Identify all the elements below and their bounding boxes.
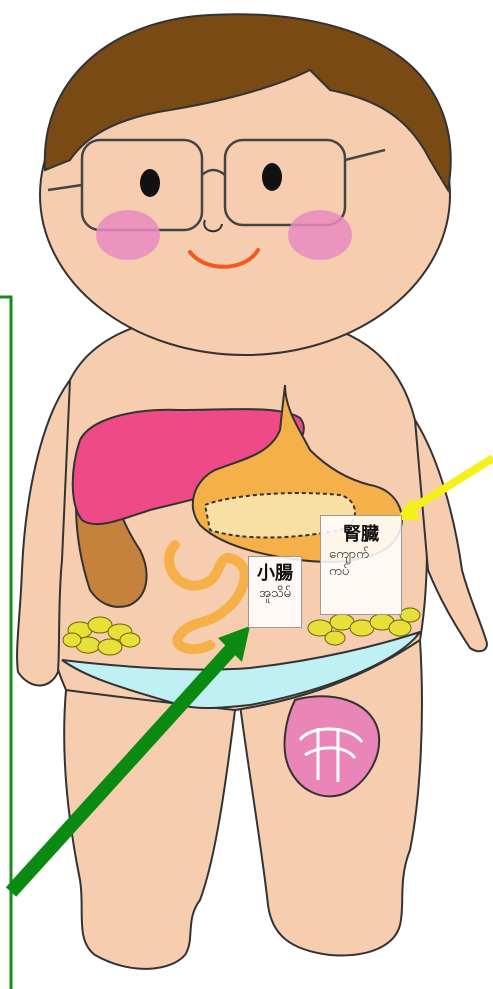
- small-intestine-burmese: အူသိမ်: [249, 585, 301, 602]
- right-eye: [262, 163, 282, 191]
- small-intestine-label: 小腸 အူသိမ်: [248, 556, 302, 628]
- right-cheek: [288, 210, 352, 260]
- left-eye: [140, 169, 160, 197]
- right-arm: [415, 420, 487, 651]
- kidney-label: 腎臓 ကျောက် ကပ်: [320, 515, 402, 615]
- kidney-burmese-line2: ကပ်: [321, 563, 401, 580]
- kidney-japanese: 腎臓: [321, 524, 401, 546]
- small-intestine-japanese: 小腸: [249, 563, 301, 585]
- left-cheek: [96, 210, 160, 260]
- kidney-burmese-line1: ကျောက်: [321, 546, 401, 563]
